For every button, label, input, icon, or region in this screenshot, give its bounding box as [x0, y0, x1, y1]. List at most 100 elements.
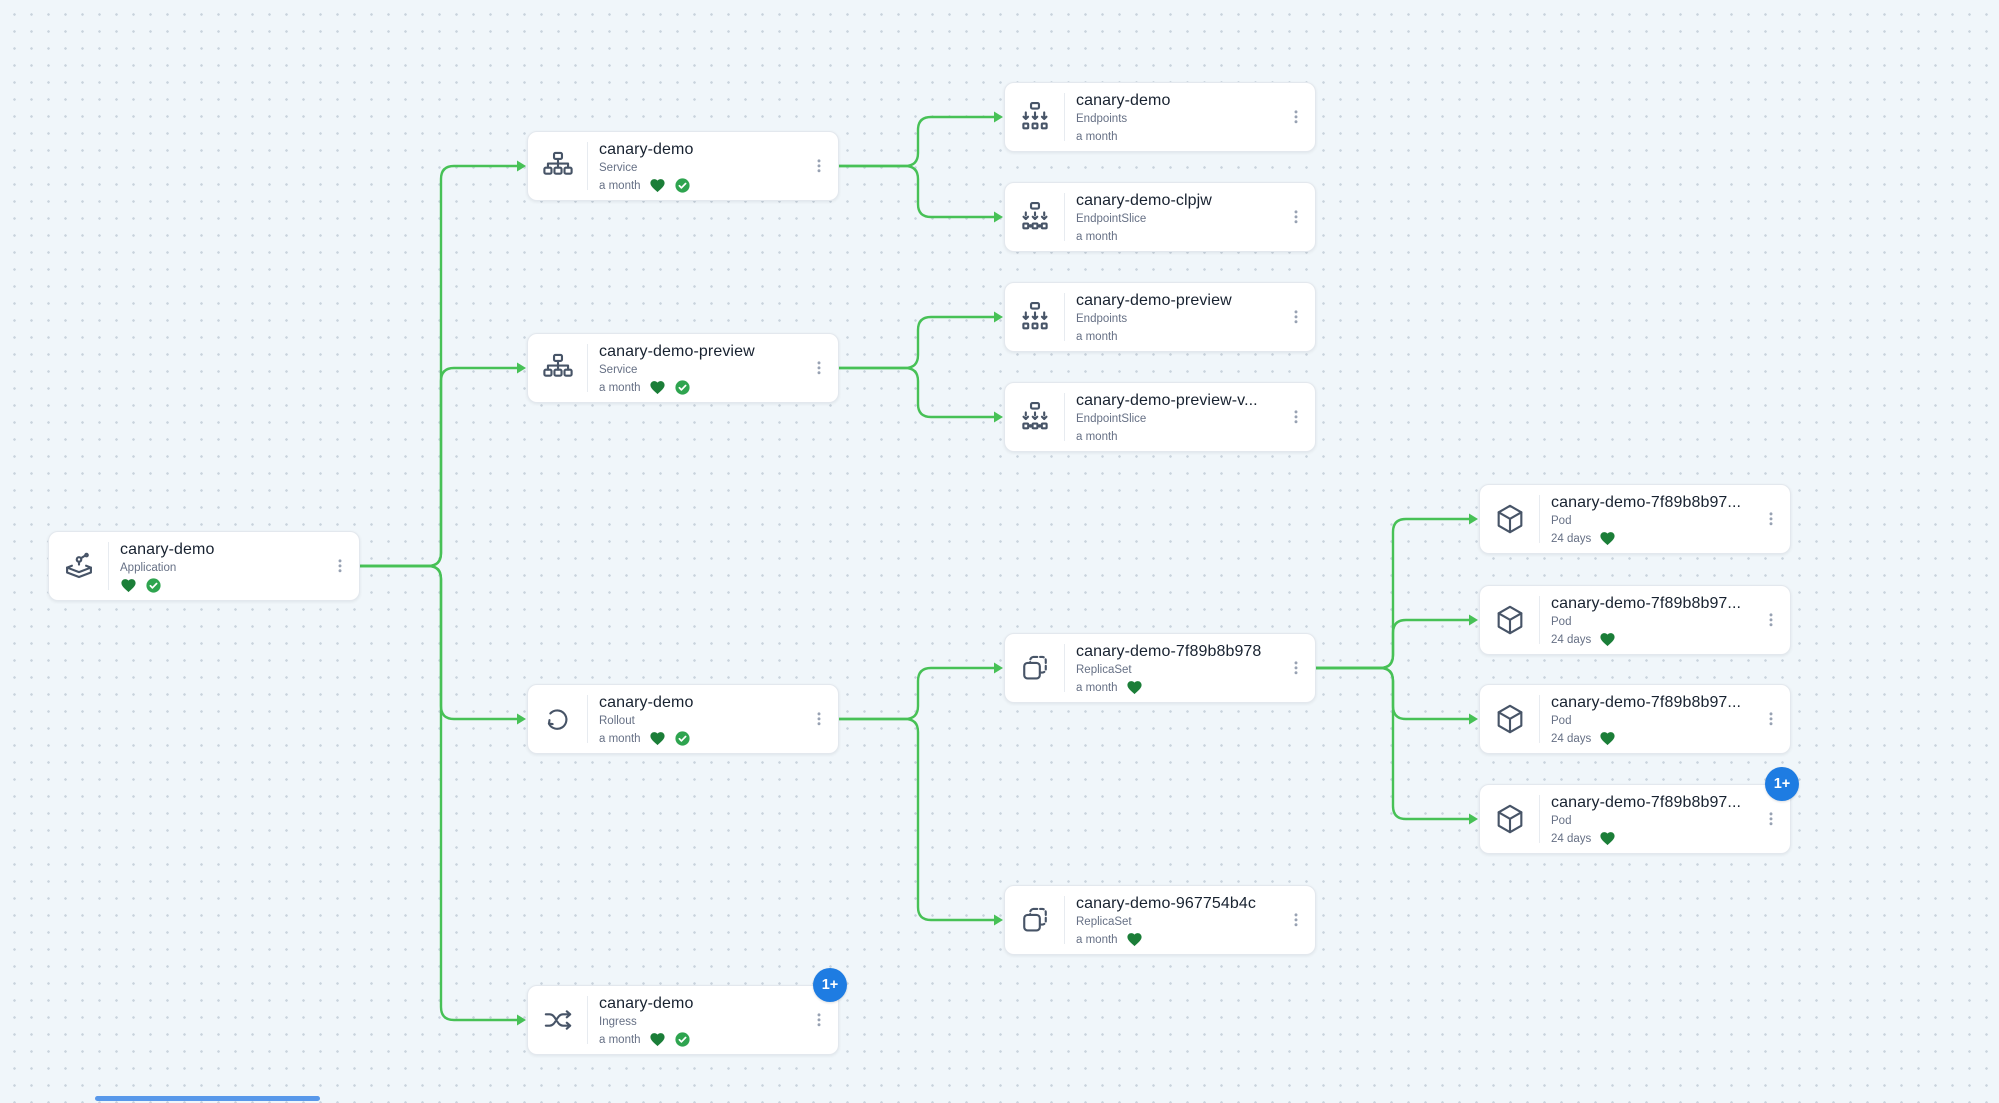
divider	[108, 542, 109, 590]
resource-name: canary-demo-967754b4c	[1076, 895, 1256, 912]
resource-name: canary-demo-7f89b8b97...	[1551, 595, 1742, 612]
resource-name: canary-demo	[120, 541, 215, 558]
edge-arrowhead	[1469, 614, 1478, 626]
resource-kind: EndpointSlice	[1076, 413, 1147, 425]
node-menu-button[interactable]	[1760, 504, 1782, 534]
pod-icon	[1493, 702, 1527, 736]
resource-meta: a month	[1076, 128, 1279, 145]
divider	[1539, 495, 1540, 543]
node-menu-button[interactable]	[808, 353, 830, 383]
divider	[587, 142, 588, 190]
resource-meta: 24 days	[1551, 530, 1754, 547]
edge	[358, 366, 520, 568]
resource-kind: ReplicaSet	[1076, 664, 1132, 676]
resource-meta: a month	[599, 730, 802, 747]
node-menu-button[interactable]	[1285, 905, 1307, 935]
synced-check-icon	[145, 577, 162, 594]
health-heart-icon	[1599, 730, 1616, 747]
pod-icon	[1493, 802, 1527, 836]
edge	[837, 666, 997, 721]
more-items-badge[interactable]: 1+	[1765, 767, 1799, 801]
edge	[837, 717, 997, 922]
health-heart-icon	[649, 730, 666, 747]
node-menu-button[interactable]	[808, 704, 830, 734]
edge-arrowhead	[994, 311, 1003, 323]
rollout-icon	[541, 702, 575, 736]
divider	[1539, 695, 1540, 743]
edge-arrowhead	[1469, 713, 1478, 725]
resource-name: canary-demo-7f89b8b97...	[1551, 694, 1742, 711]
edge-arrowhead	[994, 662, 1003, 674]
pod-icon	[1493, 603, 1527, 637]
resource-kind: Service	[599, 364, 638, 376]
more-items-badge[interactable]: 1+	[813, 968, 847, 1002]
resource-kind: Endpoints	[1076, 313, 1128, 325]
resource-name: canary-demo-preview	[599, 343, 755, 360]
health-heart-icon	[120, 577, 137, 594]
resource-meta: a month	[1076, 428, 1279, 445]
node-menu-button[interactable]	[808, 151, 830, 181]
resource-name: canary-demo-7f89b8b97...	[1551, 794, 1742, 811]
resource-meta: a month	[1076, 679, 1279, 696]
edge-arrowhead	[1469, 513, 1478, 525]
divider	[1064, 393, 1065, 441]
resource-name: canary-demo-preview	[1076, 292, 1232, 309]
edge	[1314, 666, 1472, 821]
health-heart-icon	[1126, 931, 1143, 948]
resource-kind: Ingress	[599, 1016, 637, 1028]
age-label: a month	[599, 381, 641, 394]
node-menu-button[interactable]	[1285, 402, 1307, 432]
replicaset-icon	[1018, 903, 1052, 937]
health-heart-icon	[649, 1031, 666, 1048]
resource-meta: 24 days	[1551, 730, 1754, 747]
edge	[837, 115, 997, 168]
age-label: 24 days	[1551, 732, 1592, 745]
node-menu-button[interactable]	[1760, 605, 1782, 635]
age-label: a month	[1076, 681, 1118, 694]
node-menu-button[interactable]	[329, 551, 351, 581]
ingress-icon	[541, 1003, 575, 1037]
node-menu-button[interactable]	[1285, 302, 1307, 332]
application-icon	[62, 549, 96, 583]
horizontal-scrollbar-thumb[interactable]	[95, 1096, 320, 1101]
synced-check-icon	[674, 177, 691, 194]
health-heart-icon	[1599, 530, 1616, 547]
node-menu-button[interactable]	[1285, 202, 1307, 232]
pod-icon	[1493, 502, 1527, 536]
node-menu-button[interactable]	[808, 1005, 830, 1035]
node-menu-button[interactable]	[1285, 102, 1307, 132]
service-icon	[541, 351, 575, 385]
age-label: a month	[1076, 330, 1118, 343]
node-menu-button[interactable]	[1760, 804, 1782, 834]
resource-name: canary-demo-clpjw	[1076, 192, 1212, 209]
resource-meta: a month	[1076, 328, 1279, 345]
resource-meta: a month	[1076, 228, 1279, 245]
edge-arrowhead	[517, 713, 526, 725]
age-label: a month	[1076, 933, 1118, 946]
resource-name: canary-demo-7f89b8b978	[1076, 643, 1262, 660]
node-menu-button[interactable]	[1285, 653, 1307, 683]
node-menu-button[interactable]	[1760, 704, 1782, 734]
resource-name: canary-demo	[599, 995, 694, 1012]
